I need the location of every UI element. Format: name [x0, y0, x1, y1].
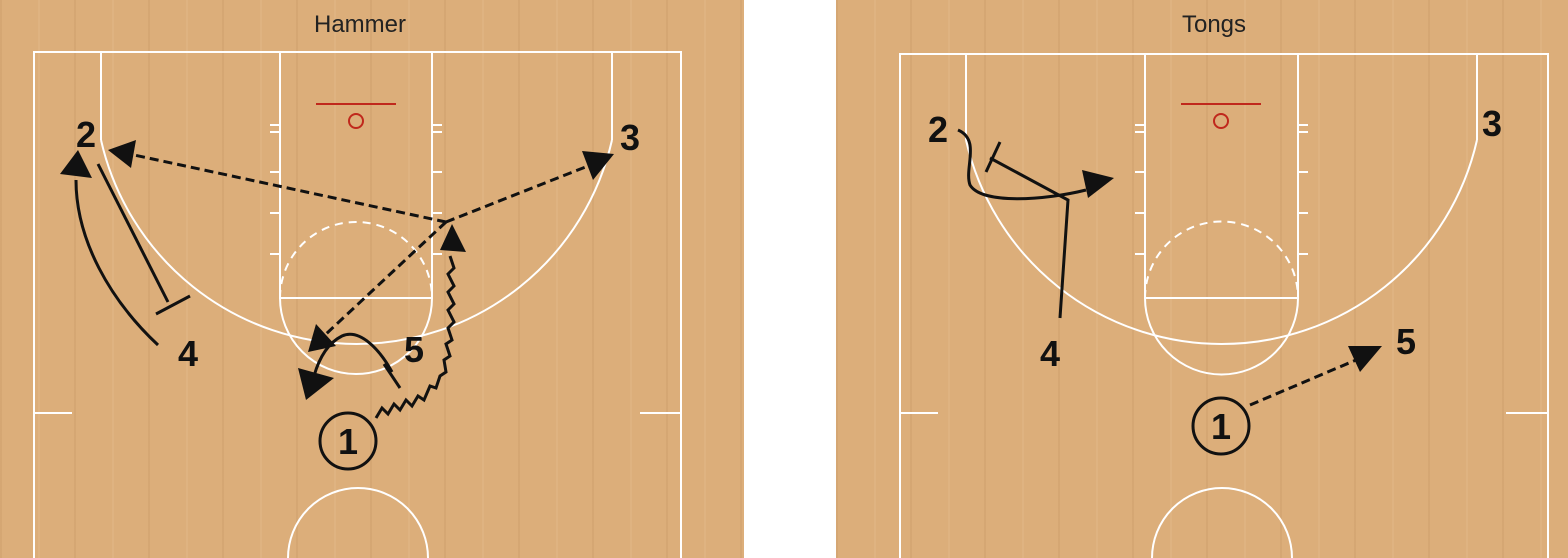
dribble-path-1 [374, 255, 456, 419]
rim [348, 113, 364, 129]
court-boundary [33, 51, 682, 558]
free-throw-lane [1144, 54, 1299, 299]
player-5-label: 5 [1396, 321, 1416, 362]
player-3-label: 3 [1482, 103, 1502, 144]
player-1-label: 1 [338, 421, 358, 462]
pass-to-2 [133, 153, 447, 224]
player-4-label: 4 [178, 333, 198, 374]
arrowhead [1082, 170, 1114, 198]
pass-to-3 [445, 164, 589, 224]
free-throw-circle-top [1144, 220, 1299, 299]
player-1-label: 1 [1211, 406, 1231, 447]
three-point-arc [100, 139, 613, 345]
screen-bar [382, 363, 402, 389]
hammer-court-svg: Hammer [33, 11, 682, 558]
play-actions [957, 128, 1382, 407]
court-boundary [899, 53, 1549, 558]
free-throw-circle-bottom [279, 297, 433, 375]
half-court-lines [899, 53, 1549, 558]
half-court-lines [33, 51, 682, 558]
screen-path-4 [989, 156, 1070, 319]
cut-path-5 [312, 332, 394, 377]
player-3-label: 3 [620, 117, 640, 158]
free-throw-circle-top [279, 221, 433, 299]
play-diagram-hammer: Hammer [0, 0, 744, 558]
arrowhead [1348, 346, 1382, 372]
screen-bar [155, 294, 191, 316]
play-title: Hammer [314, 11, 406, 38]
arrowhead [108, 140, 136, 168]
ball-handler-circle [318, 411, 378, 471]
player-2-label: 2 [928, 109, 948, 150]
ball-handler-circle [1191, 396, 1251, 456]
cut-path-2 [74, 179, 160, 347]
screen-bar [984, 141, 1002, 173]
play-diagram-tongs: Tongs [836, 0, 1568, 558]
three-point-arc [965, 139, 1478, 345]
basket [1181, 103, 1261, 129]
player-5-label: 5 [404, 329, 424, 370]
center-circle [287, 487, 429, 558]
center-circle [1151, 487, 1293, 558]
free-throw-lane [279, 52, 433, 299]
arrowhead [582, 151, 614, 180]
player-2-label: 2 [76, 114, 96, 155]
screen-path-4 [96, 163, 170, 303]
arrowhead [440, 224, 466, 252]
free-throw-circle-bottom [1144, 297, 1299, 376]
basket [316, 103, 396, 129]
rim [1213, 113, 1229, 129]
player-4-label: 4 [1040, 333, 1060, 374]
cut-path-2 [957, 128, 1087, 201]
play-title: Tongs [1182, 11, 1246, 38]
play-actions [60, 140, 614, 419]
arrowhead [298, 368, 334, 400]
tongs-court-svg: Tongs [899, 11, 1549, 558]
pass-to-5 [1249, 358, 1357, 407]
pass-to-5 [324, 220, 448, 336]
arrowhead [60, 150, 92, 178]
